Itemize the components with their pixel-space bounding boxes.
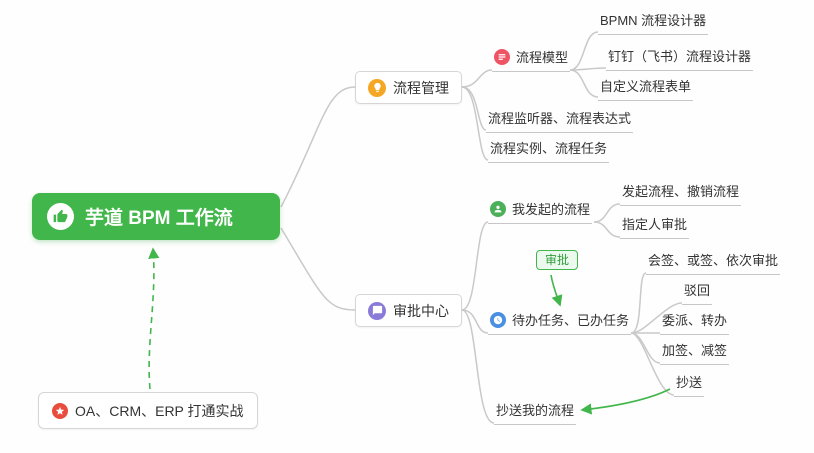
root-topic-label: 芋道 BPM 工作流 — [85, 208, 233, 229]
link-todo-countersign — [630, 272, 647, 334]
topic-instance-task[interactable]: 流程实例、流程任务 — [488, 138, 610, 163]
topic-approval-center[interactable]: 审批中心 — [355, 294, 462, 327]
topic-todo-done[interactable]: 待办任务、已办任务 — [488, 310, 632, 335]
person-icon — [490, 200, 506, 217]
topic-countersign[interactable]: 会签、或签、依次审批 — [646, 250, 781, 275]
topic-bpmn-designer[interactable]: BPMN 流程设计器 — [598, 10, 709, 35]
topic-cc-my-process[interactable]: 抄送我的流程 — [494, 400, 577, 425]
topic-dingtalk-designer[interactable]: 钉钉（飞书）流程设计器 — [606, 46, 754, 71]
topic-custom-form[interactable]: 自定义流程表单 — [598, 76, 694, 101]
link-todo-reject — [630, 302, 683, 334]
link-pm-model — [461, 69, 493, 88]
link-todo-addsign — [630, 332, 661, 364]
lightbulb-icon — [368, 78, 386, 97]
practice-note-label: OA、CRM、ERP 打通实战 — [75, 402, 244, 419]
topic-instance-task-label: 流程实例、流程任务 — [490, 141, 608, 156]
chat-bubble-icon — [368, 301, 386, 320]
topic-listener-expression-label: 流程监听器、流程表达式 — [488, 111, 632, 126]
topic-process-model[interactable]: 流程模型 — [492, 47, 571, 72]
topic-delegate-transfer-label: 委派、转办 — [662, 313, 728, 328]
practice-note-topic[interactable]: OA、CRM、ERP 打通实战 — [38, 392, 258, 429]
link-ac-myinitiated — [461, 221, 489, 311]
clock-icon — [490, 311, 506, 328]
link-model-customform — [569, 69, 599, 98]
cc-to-ccmy-arrow — [580, 388, 671, 415]
topic-initiate-revoke[interactable]: 发起流程、撤销流程 — [620, 181, 742, 206]
link-todo-cc — [630, 332, 675, 396]
thumbs-up-icon — [47, 203, 74, 230]
topic-custom-form-label: 自定义流程表单 — [600, 79, 692, 94]
approval-tag[interactable]: 审批 — [536, 250, 579, 270]
topic-my-initiated-label: 我发起的流程 — [512, 202, 591, 217]
link-model-bpmn — [569, 31, 599, 71]
link-pm-instance — [461, 86, 489, 161]
topic-todo-done-label: 待办任务、已办任务 — [512, 313, 630, 328]
topic-delegate-transfer[interactable]: 委派、转办 — [660, 310, 730, 335]
topic-process-management[interactable]: 流程管理 — [355, 71, 462, 104]
star-icon — [52, 402, 68, 419]
link-ac-ccmy — [461, 309, 495, 424]
topic-cc-label: 抄送 — [676, 375, 703, 390]
practice-to-root-arrow — [148, 247, 160, 390]
topic-approval-center-label: 审批中心 — [393, 302, 449, 319]
root-topic[interactable]: 芋道 BPM 工作流 — [32, 193, 280, 240]
topic-cc[interactable]: 抄送 — [674, 372, 705, 397]
topic-listener-expression[interactable]: 流程监听器、流程表达式 — [486, 108, 634, 133]
link-myinit-initiate — [593, 203, 621, 223]
topic-reject[interactable]: 驳回 — [682, 280, 713, 305]
link-root-process-management — [280, 86, 356, 208]
topic-bpmn-designer-label: BPMN 流程设计器 — [600, 13, 707, 28]
topic-initiate-revoke-label: 发起流程、撤销流程 — [622, 184, 740, 199]
topic-add-remove-sign[interactable]: 加签、减签 — [660, 340, 730, 365]
topic-add-remove-sign-label: 加签、减签 — [662, 343, 728, 358]
process-model-icon — [494, 48, 510, 65]
link-root-approval-center — [280, 227, 356, 311]
topic-my-initiated[interactable]: 我发起的流程 — [488, 199, 593, 224]
topic-cc-my-process-label: 抄送我的流程 — [496, 403, 575, 418]
link-myinit-assignee — [593, 221, 621, 238]
approval-tag-arrow — [550, 274, 563, 307]
topic-process-management-label: 流程管理 — [393, 79, 449, 96]
topic-countersign-label: 会签、或签、依次审批 — [648, 253, 779, 268]
approval-tag-label: 审批 — [545, 253, 570, 267]
topic-assignee-approval-label: 指定人审批 — [622, 217, 688, 232]
topic-dingtalk-designer-label: 钉钉（飞书）流程设计器 — [608, 49, 752, 64]
topic-reject-label: 驳回 — [684, 283, 711, 298]
topic-assignee-approval[interactable]: 指定人审批 — [620, 214, 690, 239]
topic-process-model-label: 流程模型 — [516, 50, 569, 65]
link-ac-todo — [461, 309, 489, 334]
